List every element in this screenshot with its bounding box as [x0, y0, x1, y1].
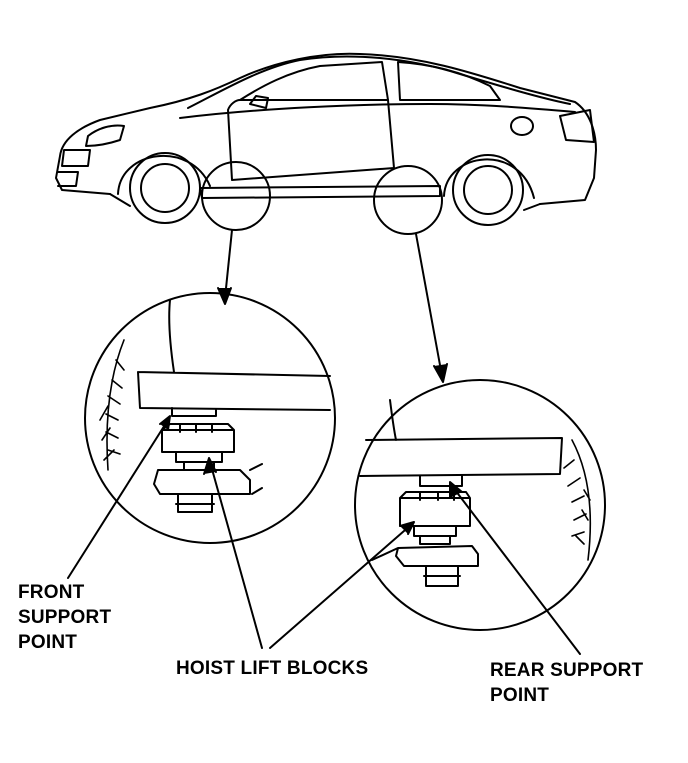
rear-callout-circle [374, 166, 442, 234]
car-belt-line [180, 104, 575, 118]
rear-support-point-label: REAR SUPPORT POINT [490, 658, 643, 708]
front-rocker-panel [138, 300, 330, 410]
car-mirror [250, 96, 268, 108]
rear-lift-bolt [424, 566, 460, 586]
car-grille [58, 150, 90, 186]
car-rear-wheel-rim [464, 166, 512, 214]
rear-support-line-2: POINT [490, 685, 550, 706]
front-lift-block [162, 424, 234, 452]
front-support-point-label: FRONT SUPPORT POINT [18, 580, 111, 655]
front-pinch-weld [172, 408, 216, 416]
hoist-leader-rear [270, 524, 412, 648]
car-taillight [560, 110, 594, 142]
front-lift-bolt [176, 494, 214, 512]
car-fuel-door [511, 117, 533, 135]
car-door [228, 100, 394, 180]
car-side-view [56, 54, 596, 225]
car-front-arch [118, 156, 210, 194]
rear-tire-tread [564, 440, 590, 560]
car-underbody [110, 194, 540, 210]
rear-detail-circle [355, 380, 605, 630]
front-detail [85, 293, 335, 543]
front-tire-tread [100, 340, 124, 470]
rear-rocker-panel [360, 400, 562, 476]
front-detail-circle [85, 293, 335, 543]
car-rear-wheel [453, 155, 523, 225]
car-rocker-panel [200, 186, 440, 198]
car-rear-arch [444, 159, 534, 198]
front-support-leader [68, 420, 168, 578]
rear-support-line-1: REAR SUPPORT [490, 660, 644, 681]
car-front-wheel [130, 153, 200, 223]
front-support-line-2: SUPPORT [18, 607, 112, 628]
front-support-line-1: FRONT [18, 582, 85, 603]
car-front-wheel-rim [141, 164, 189, 212]
rear-lift-arm [372, 546, 478, 566]
car-roof [188, 56, 570, 108]
hoist-leader-front [210, 462, 262, 648]
car-rear-window [398, 62, 500, 100]
car-headlight [86, 125, 124, 146]
front-lift-arm [154, 464, 262, 494]
hoist-lift-blocks-label: HOIST LIFT BLOCKS [176, 658, 369, 679]
front-callout-circle [202, 162, 270, 230]
rear-lift-block-base [414, 526, 456, 544]
rear-detail [355, 380, 605, 630]
rear-support-leader [452, 486, 580, 654]
callout-arrows [218, 230, 447, 382]
leader-lines [68, 416, 580, 654]
front-lift-block-base [176, 452, 222, 470]
rear-lift-block [400, 492, 470, 526]
front-support-line-3: POINT [18, 632, 78, 653]
car-front-window [240, 62, 388, 100]
car-body-outline [56, 54, 596, 204]
rear-pinch-weld [420, 476, 462, 486]
